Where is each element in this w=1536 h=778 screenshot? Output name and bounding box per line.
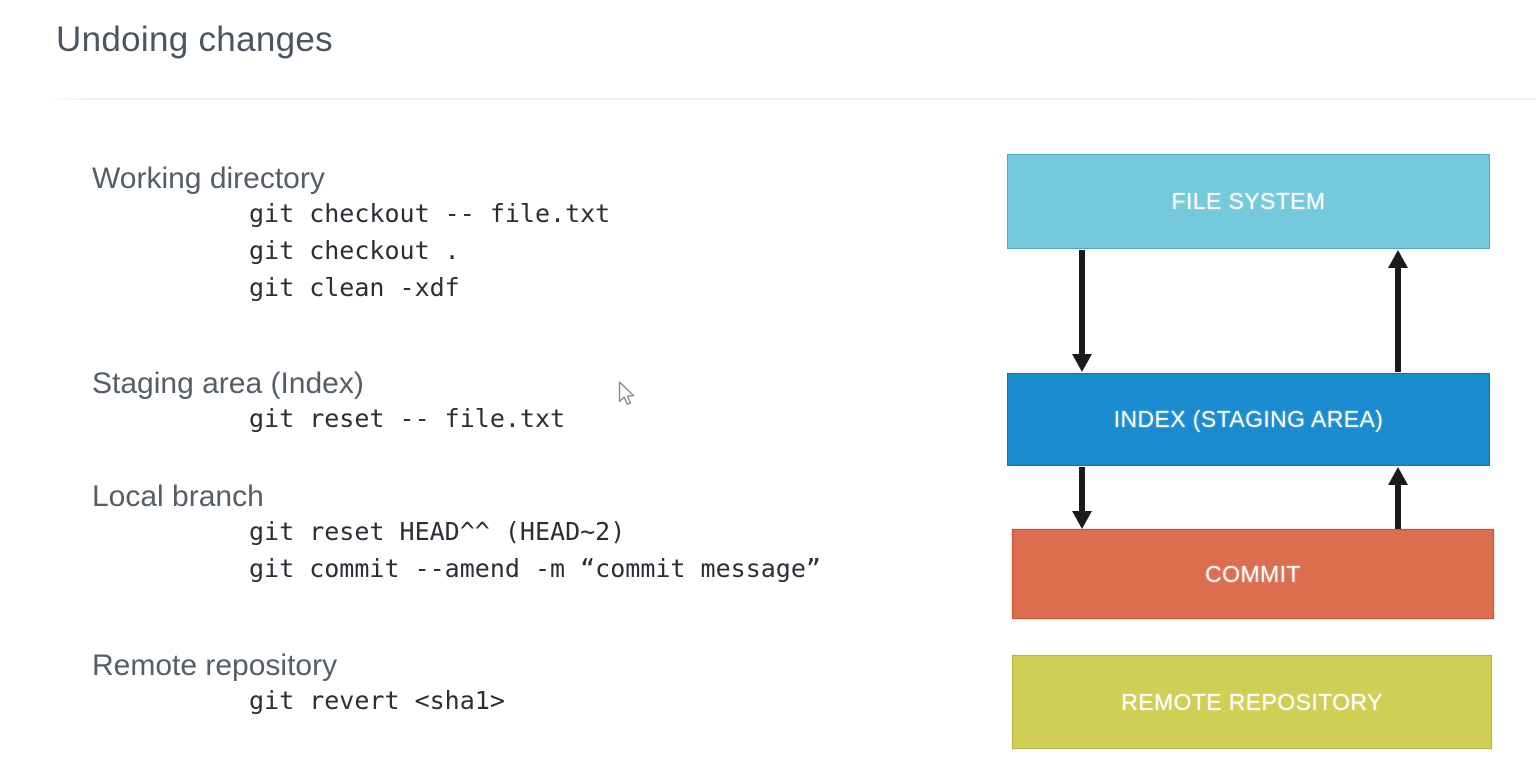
- arrow-commit-to-index-icon: [1385, 467, 1411, 529]
- section-heading-remote-repository: Remote repository: [92, 649, 338, 682]
- title-divider: [44, 98, 1536, 100]
- command-list-working-directory: git checkout -- file.txt git checkout . …: [92, 195, 610, 306]
- diagram-box-index-staging-area[interactable]: INDEX (STAGING AREA): [1007, 373, 1490, 466]
- command-list-remote-repository: git revert <sha1>: [92, 682, 505, 719]
- arrow-file-system-to-index-icon: [1069, 250, 1095, 372]
- diagram-box-remote-repository[interactable]: REMOTE REPOSITORY: [1012, 655, 1492, 749]
- arrow-head: [1072, 354, 1092, 372]
- diagram-box-commit[interactable]: COMMIT: [1012, 529, 1494, 619]
- arrow-shaft: [1079, 250, 1085, 356]
- command-line: git reset HEAD^^ (HEAD~2): [249, 517, 626, 547]
- section-remote-repository: Remote repository git revert <sha1>: [92, 649, 505, 719]
- command-line: git reset -- file.txt: [249, 404, 566, 434]
- command-line: git checkout -- file.txt: [249, 199, 611, 229]
- command-line: git clean -xdf: [249, 273, 460, 303]
- commands-column: Working directory git checkout -- file.t…: [92, 162, 821, 719]
- command-line: git commit --amend -m “commit message”: [249, 554, 821, 584]
- arrow-index-to-file-system-icon: [1385, 250, 1411, 372]
- arrow-head: [1388, 467, 1408, 485]
- arrow-head: [1388, 250, 1408, 268]
- section-heading-working-directory: Working directory: [92, 162, 325, 195]
- command-line: git revert <sha1>: [249, 686, 505, 716]
- arrow-shaft: [1395, 266, 1401, 372]
- command-line: git checkout .: [249, 236, 460, 266]
- section-heading-staging-area: Staging area (Index): [92, 367, 364, 400]
- section-local-branch: Local branch git reset HEAD^^ (HEAD~2) g…: [92, 480, 821, 587]
- page-title: Undoing changes: [56, 20, 333, 59]
- section-heading-local-branch: Local branch: [92, 480, 264, 513]
- command-list-local-branch: git reset HEAD^^ (HEAD~2) git commit --a…: [92, 513, 821, 587]
- arrow-shaft: [1079, 467, 1085, 513]
- arrow-index-to-commit-icon: [1069, 467, 1095, 529]
- diagram-box-file-system[interactable]: FILE SYSTEM: [1007, 154, 1490, 249]
- section-staging-area: Staging area (Index) git reset -- file.t…: [92, 367, 565, 437]
- arrow-head: [1072, 511, 1092, 529]
- arrow-shaft: [1395, 483, 1401, 529]
- section-working-directory: Working directory git checkout -- file.t…: [92, 162, 610, 306]
- command-list-staging-area: git reset -- file.txt: [92, 400, 565, 437]
